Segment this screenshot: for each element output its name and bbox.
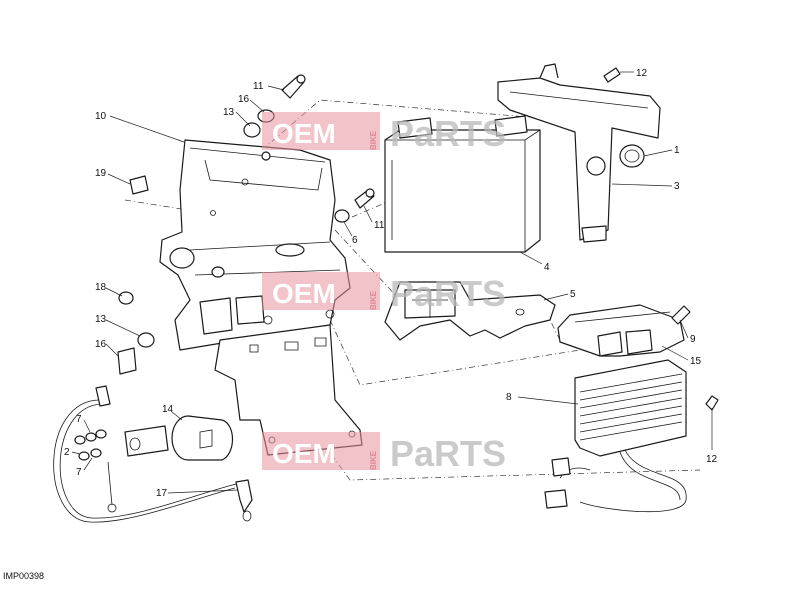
callout-5: 5 [570, 289, 576, 300]
watermark-bike-text: BIKE [369, 450, 378, 470]
callout-1: 1 [674, 145, 680, 156]
callout-11-right: 11 [374, 220, 385, 231]
diagram-code: IMP00398 [3, 571, 45, 581]
callout-16-top: 16 [238, 94, 250, 105]
watermark-bike-text: BIKE [369, 290, 378, 310]
watermark-parts-text: PaRTS [390, 273, 506, 314]
callout-4: 4 [544, 262, 550, 273]
callout-13-left: 13 [95, 314, 107, 325]
callout-8: 8 [506, 392, 512, 403]
watermark-parts-text: PaRTS [390, 113, 506, 154]
fuse-box [384, 281, 556, 341]
callout-7-lower: 7 [76, 467, 82, 478]
starter-solenoid [124, 415, 234, 461]
watermark-top: OEM BIKE PaRTS [262, 112, 506, 154]
watermark-oem-text: OEM [272, 438, 336, 469]
callout-2: 2 [64, 447, 70, 458]
watermark-parts-text: PaRTS [390, 433, 506, 474]
callout-15: 15 [690, 356, 702, 367]
callout-14: 14 [162, 404, 174, 415]
watermark-oem-text: OEM [272, 118, 336, 149]
battery [384, 115, 541, 253]
watermark-oem-text: OEM [272, 278, 336, 309]
callout-18: 18 [95, 282, 107, 293]
connector-block [557, 304, 685, 357]
voltage-regulator [544, 359, 687, 513]
callout-11-top: 11 [253, 81, 264, 92]
callout-10: 10 [95, 111, 107, 122]
callout-3: 3 [674, 181, 680, 192]
callout-7-upper: 7 [76, 414, 82, 425]
callout-19: 19 [95, 168, 107, 179]
callout-12-bottom: 12 [706, 454, 718, 465]
hardware [74, 67, 719, 461]
watermark-bike-text: BIKE [369, 130, 378, 150]
callout-16-left: 16 [95, 339, 107, 350]
watermark-middle: OEM BIKE PaRTS [262, 272, 506, 314]
leader-lines [71, 71, 713, 494]
callout-9: 9 [690, 334, 696, 345]
callout-12-top: 12 [636, 68, 648, 79]
battery-tray [159, 139, 351, 351]
callout-labels: 11 16 13 10 19 18 13 16 7 2 7 14 17 6 11… [64, 68, 718, 499]
watermark-bottom: OEM BIKE PaRTS [262, 432, 506, 474]
callout-6: 6 [352, 235, 358, 246]
grommet [619, 144, 645, 168]
callout-17: 17 [156, 488, 168, 499]
wire-harness [53, 385, 253, 523]
callout-13-top: 13 [223, 107, 235, 118]
battery-strap [497, 63, 661, 243]
